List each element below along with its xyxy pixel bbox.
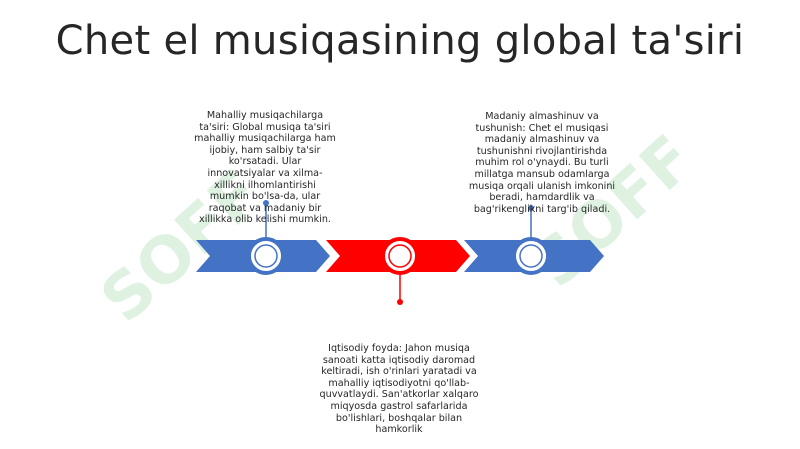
milestone-caption-1: Mahalliy musiqachilarga ta'siri: Global … bbox=[194, 110, 336, 226]
connector-1-dot bbox=[263, 200, 269, 206]
connector-2-dot bbox=[397, 299, 403, 305]
connector-3-dot bbox=[528, 205, 534, 211]
milestone-caption-2: Iqtisodiy foyda: Jahon musiqa sanoati ka… bbox=[319, 343, 479, 436]
milestone-caption-3: Madaniy almashinuv va tushunish: Chet el… bbox=[468, 111, 616, 215]
slide-title: Chet el musiqasining global ta'siri bbox=[55, 18, 745, 64]
